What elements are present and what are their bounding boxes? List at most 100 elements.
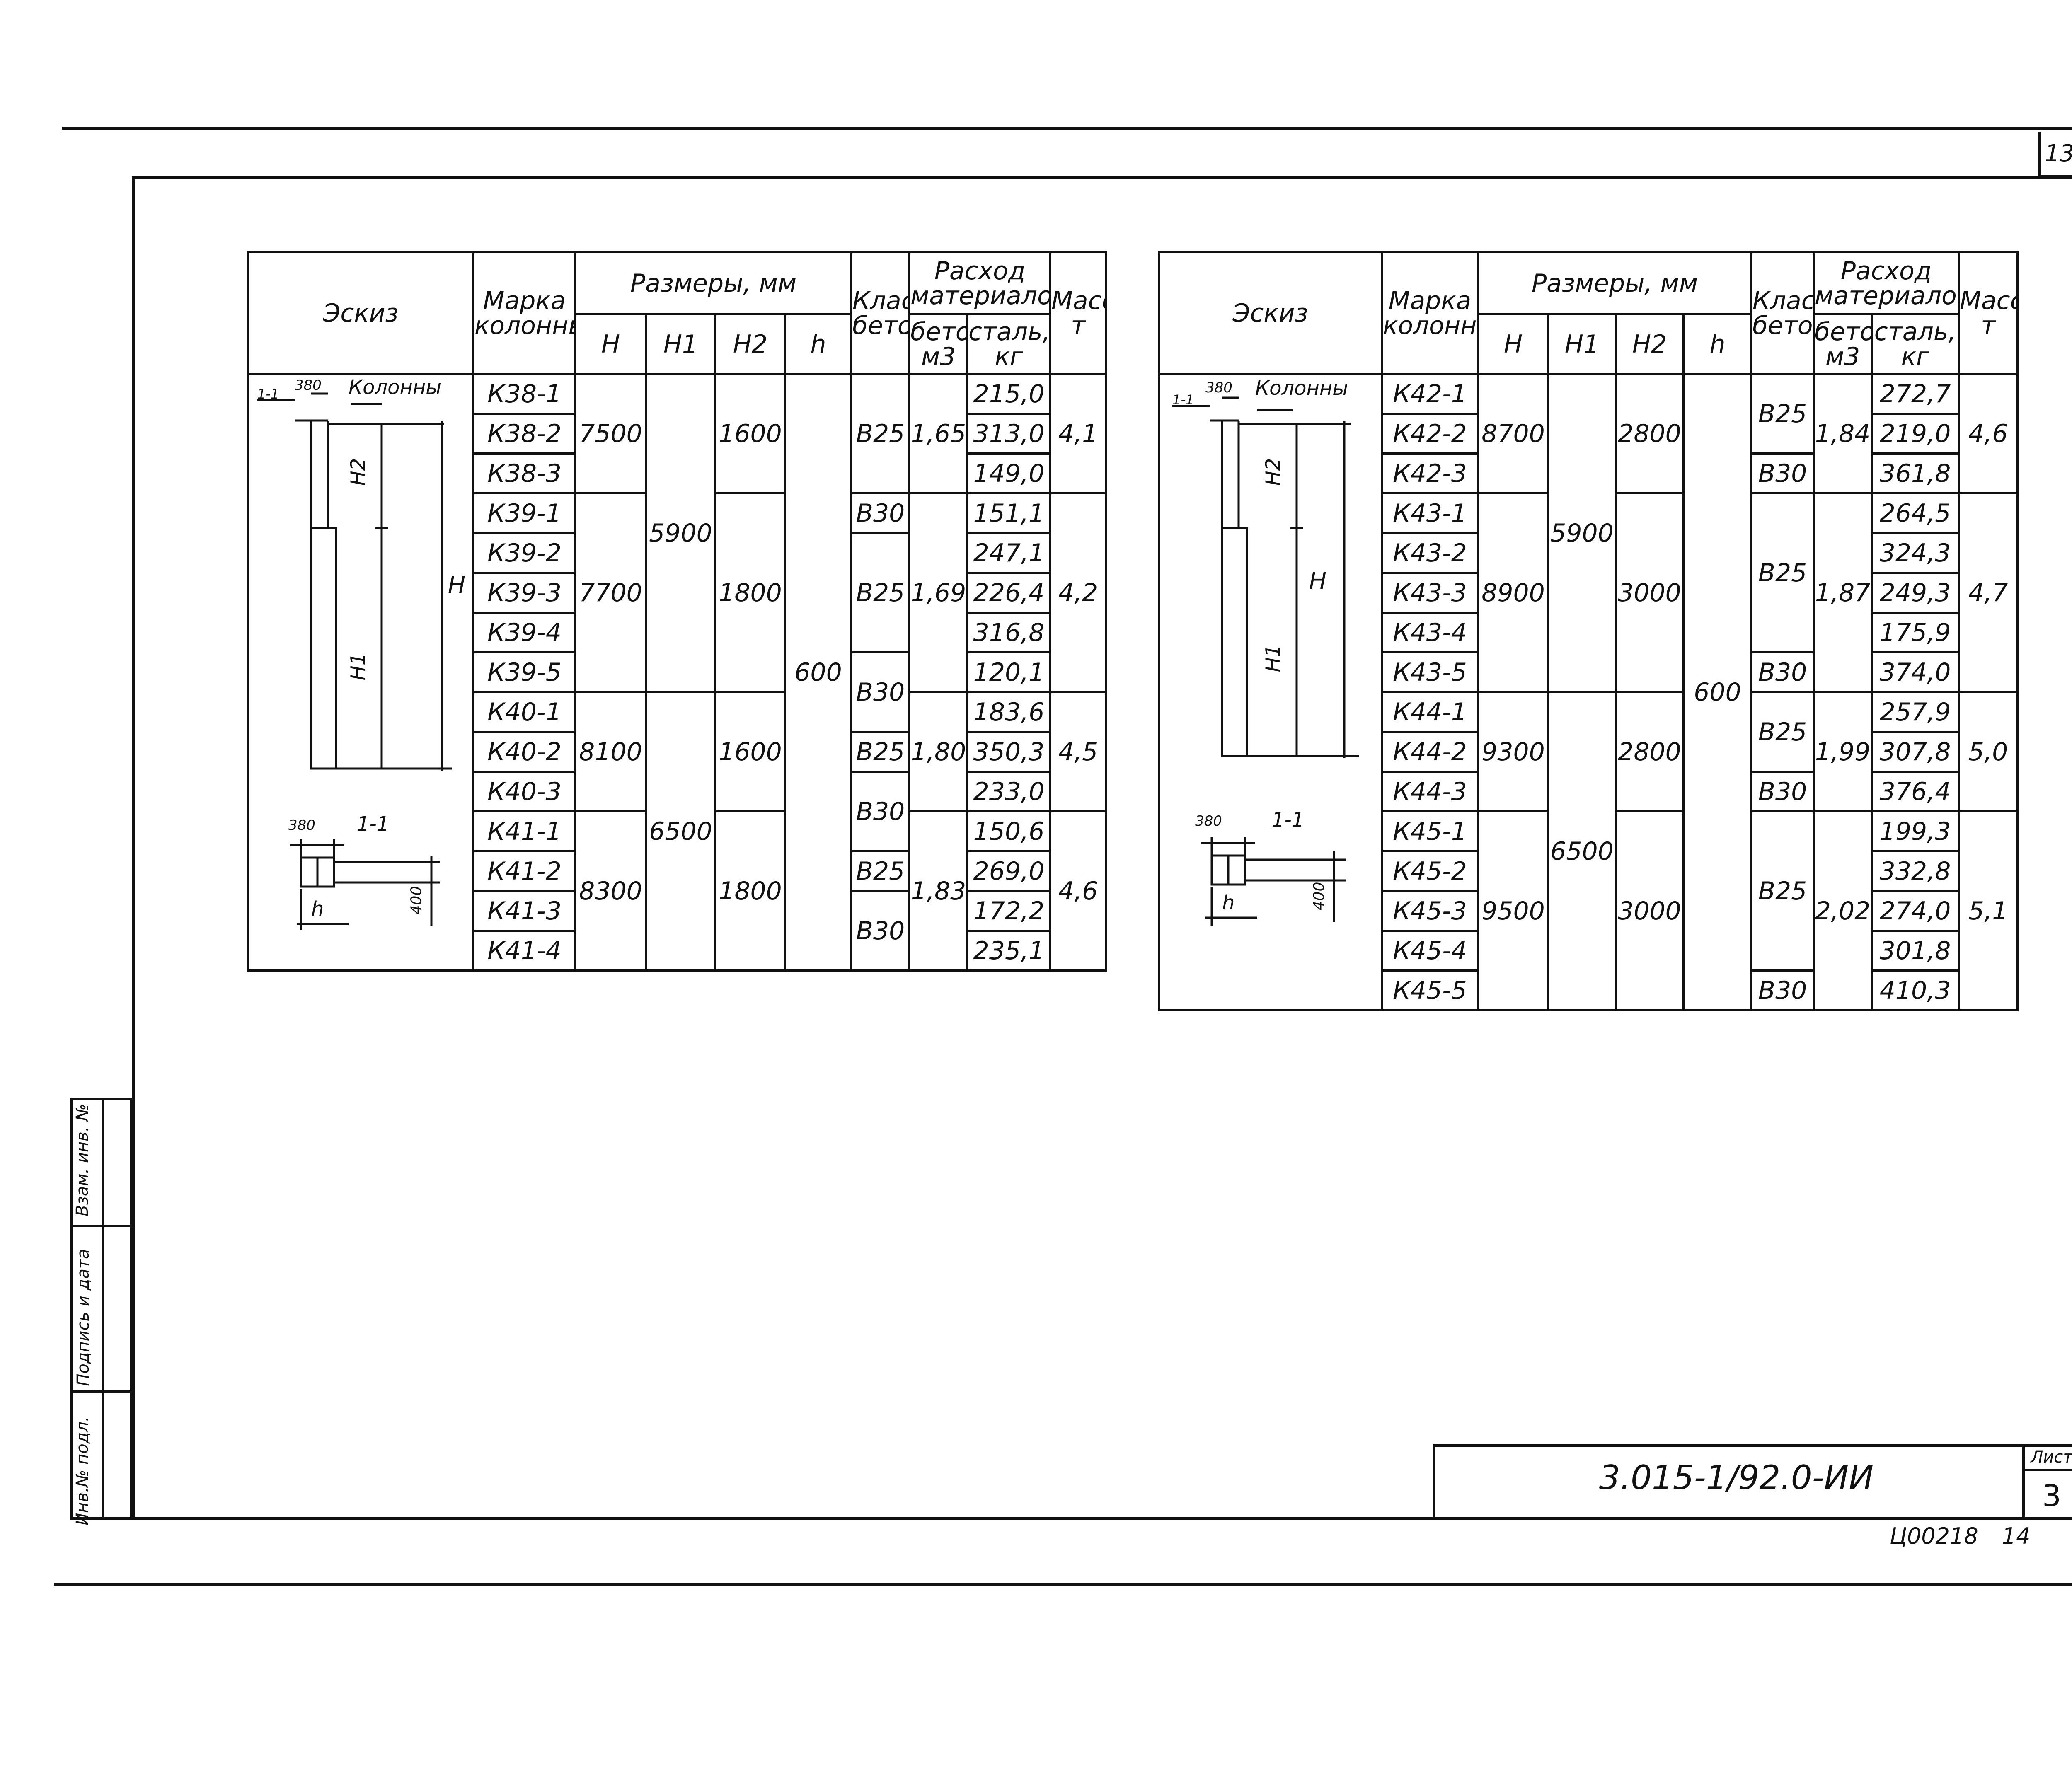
H-cell: 7500 (574, 373, 647, 494)
mark-cell: К39-1 (472, 492, 576, 534)
sketch-left-dim400: 400 (408, 886, 425, 915)
concrete-cell: 1,65 (908, 373, 969, 494)
sketch-right-H: H (1309, 568, 1327, 595)
h-cell: 600 (784, 373, 853, 972)
page-number-box (2038, 132, 2072, 177)
header-H2: H2 (1615, 313, 1685, 375)
mass-cell: 4,6 (1958, 373, 2019, 494)
mark-cell: К43-2 (1381, 532, 1479, 574)
H-cell: 8900 (1477, 492, 1549, 693)
H-cell: 7700 (574, 492, 647, 693)
mark-cell: К39-2 (472, 532, 576, 574)
H2-cell: 2800 (1615, 373, 1685, 494)
H1-cell: 5900 (645, 373, 716, 693)
sketch-right-h1: H1 (1261, 644, 1285, 672)
mark-cell: К43-1 (1381, 492, 1479, 534)
steel-cell: 269,0 (966, 850, 1052, 892)
steel-cell: 274,0 (1871, 890, 1960, 932)
sketch-left-section: 1-1 (357, 812, 390, 836)
header-steel: сталь, кг (966, 313, 1052, 375)
mark-cell: К42-3 (1381, 452, 1479, 494)
mark-cell: К41-4 (472, 930, 576, 972)
sketch-left-h1: H1 (346, 653, 370, 681)
mark-cell: К39-5 (472, 651, 576, 693)
sketch-right-dim400: 400 (1310, 882, 1328, 911)
class-cell: В30 (1750, 771, 1815, 812)
top-border-line (62, 127, 2072, 130)
right-columns-table: Эскиз Марка колонны Размеры, мм Класс бе… (1158, 251, 2019, 1011)
sketch-right-h2: H2 (1261, 458, 1285, 486)
H-cell: 8700 (1477, 373, 1549, 494)
margin-inv-no: Инв.№ подл. (73, 1416, 92, 1525)
H2-cell: 2800 (1615, 691, 1685, 812)
mark-cell: К40-3 (472, 771, 576, 812)
header-sizes: Размеры, мм (1477, 251, 1753, 315)
steel-cell: 374,0 (1871, 651, 1960, 693)
H2-cell: 3000 (1615, 492, 1685, 693)
header-H2: H2 (714, 313, 786, 375)
mark-cell: К44-1 (1381, 691, 1479, 733)
steel-cell: 307,8 (1871, 731, 1960, 773)
steel-cell: 249,3 (1871, 572, 1960, 614)
steel-cell: 120,1 (966, 651, 1052, 693)
header-H: H (1477, 313, 1549, 375)
steel-cell: 183,6 (966, 691, 1052, 733)
h-cell: 600 (1682, 373, 1753, 1011)
header-h: h (1682, 313, 1753, 375)
mark-cell: К38-3 (472, 452, 576, 494)
concrete-cell: 1,83 (908, 810, 969, 972)
concrete-cell: 1,84 (1813, 373, 1873, 494)
concrete-cell: 1,80 (908, 691, 969, 812)
mass-cell: 5,0 (1958, 691, 2019, 812)
sheet-number: 3 (2042, 1478, 2061, 1513)
H1-cell: 6500 (1547, 691, 1617, 1011)
header-h: h (784, 313, 853, 375)
sketch-left-H: H (448, 572, 466, 599)
sketch-left-dim-h: h (311, 897, 324, 921)
class-cell: В30 (1750, 651, 1815, 693)
sketch-right-dim-h: h (1222, 891, 1235, 914)
header-consumption: Расход материалов (1813, 251, 1960, 315)
steel-cell: 149,0 (966, 452, 1052, 494)
class-cell: В25 (1750, 373, 1815, 455)
mark-cell: К42-2 (1381, 413, 1479, 455)
sketch-left-title: Колонны (349, 376, 442, 399)
H-cell: 8100 (574, 691, 647, 812)
steel-cell: 324,3 (1871, 532, 1960, 574)
mark-cell: К45-3 (1381, 890, 1479, 932)
mark-cell: К39-3 (472, 572, 576, 614)
sketch-right-cut: 1-1 (1172, 392, 1194, 408)
mark-cell: К45-5 (1381, 969, 1479, 1011)
mark-cell: К41-2 (472, 850, 576, 892)
mass-cell: 4,5 (1049, 691, 1107, 812)
class-cell: В25 (850, 532, 911, 653)
class-cell: В30 (850, 651, 911, 733)
document-code: 3.015-1/92.0-ИИ (1599, 1458, 1874, 1497)
steel-cell: 175,9 (1871, 612, 1960, 653)
archive-number-suffix: 14 (2002, 1523, 2031, 1549)
margin-stamp (70, 1098, 133, 1520)
H1-cell: 5900 (1547, 373, 1617, 693)
sketch-right-section-dim380: 380 (1195, 813, 1222, 829)
mark-cell: К45-4 (1381, 930, 1479, 972)
steel-cell: 316,8 (966, 612, 1052, 653)
archive-number: Ц00218 14 (1890, 1523, 2064, 1549)
sketch-left-drawing (257, 392, 452, 930)
concrete-cell: 1,87 (1813, 492, 1873, 693)
class-cell: В30 (1750, 452, 1815, 494)
steel-cell: 151,1 (966, 492, 1052, 534)
class-cell: В30 (850, 492, 911, 534)
steel-cell: 410,3 (1871, 969, 1960, 1011)
mark-cell: К41-1 (472, 810, 576, 852)
H2-cell: 1800 (714, 810, 786, 972)
title-block-sheet-hline (2022, 1469, 2072, 1471)
concrete-cell: 1,69 (908, 492, 969, 693)
steel-cell: 332,8 (1871, 850, 1960, 892)
header-sketch: Эскиз (247, 251, 474, 375)
class-cell: В25 (1750, 810, 1815, 972)
sketch-right: 380 Колонны 1-1 H2 H H1 1-1 380 h 400 (1158, 373, 1383, 1011)
steel-cell: 301,8 (1871, 930, 1960, 972)
steel-cell: 233,0 (966, 771, 1052, 812)
class-cell: В30 (850, 890, 911, 972)
sketch-left: 380 Колонны 1-1 H2 H H1 1-1 380 h 400 (247, 373, 474, 972)
